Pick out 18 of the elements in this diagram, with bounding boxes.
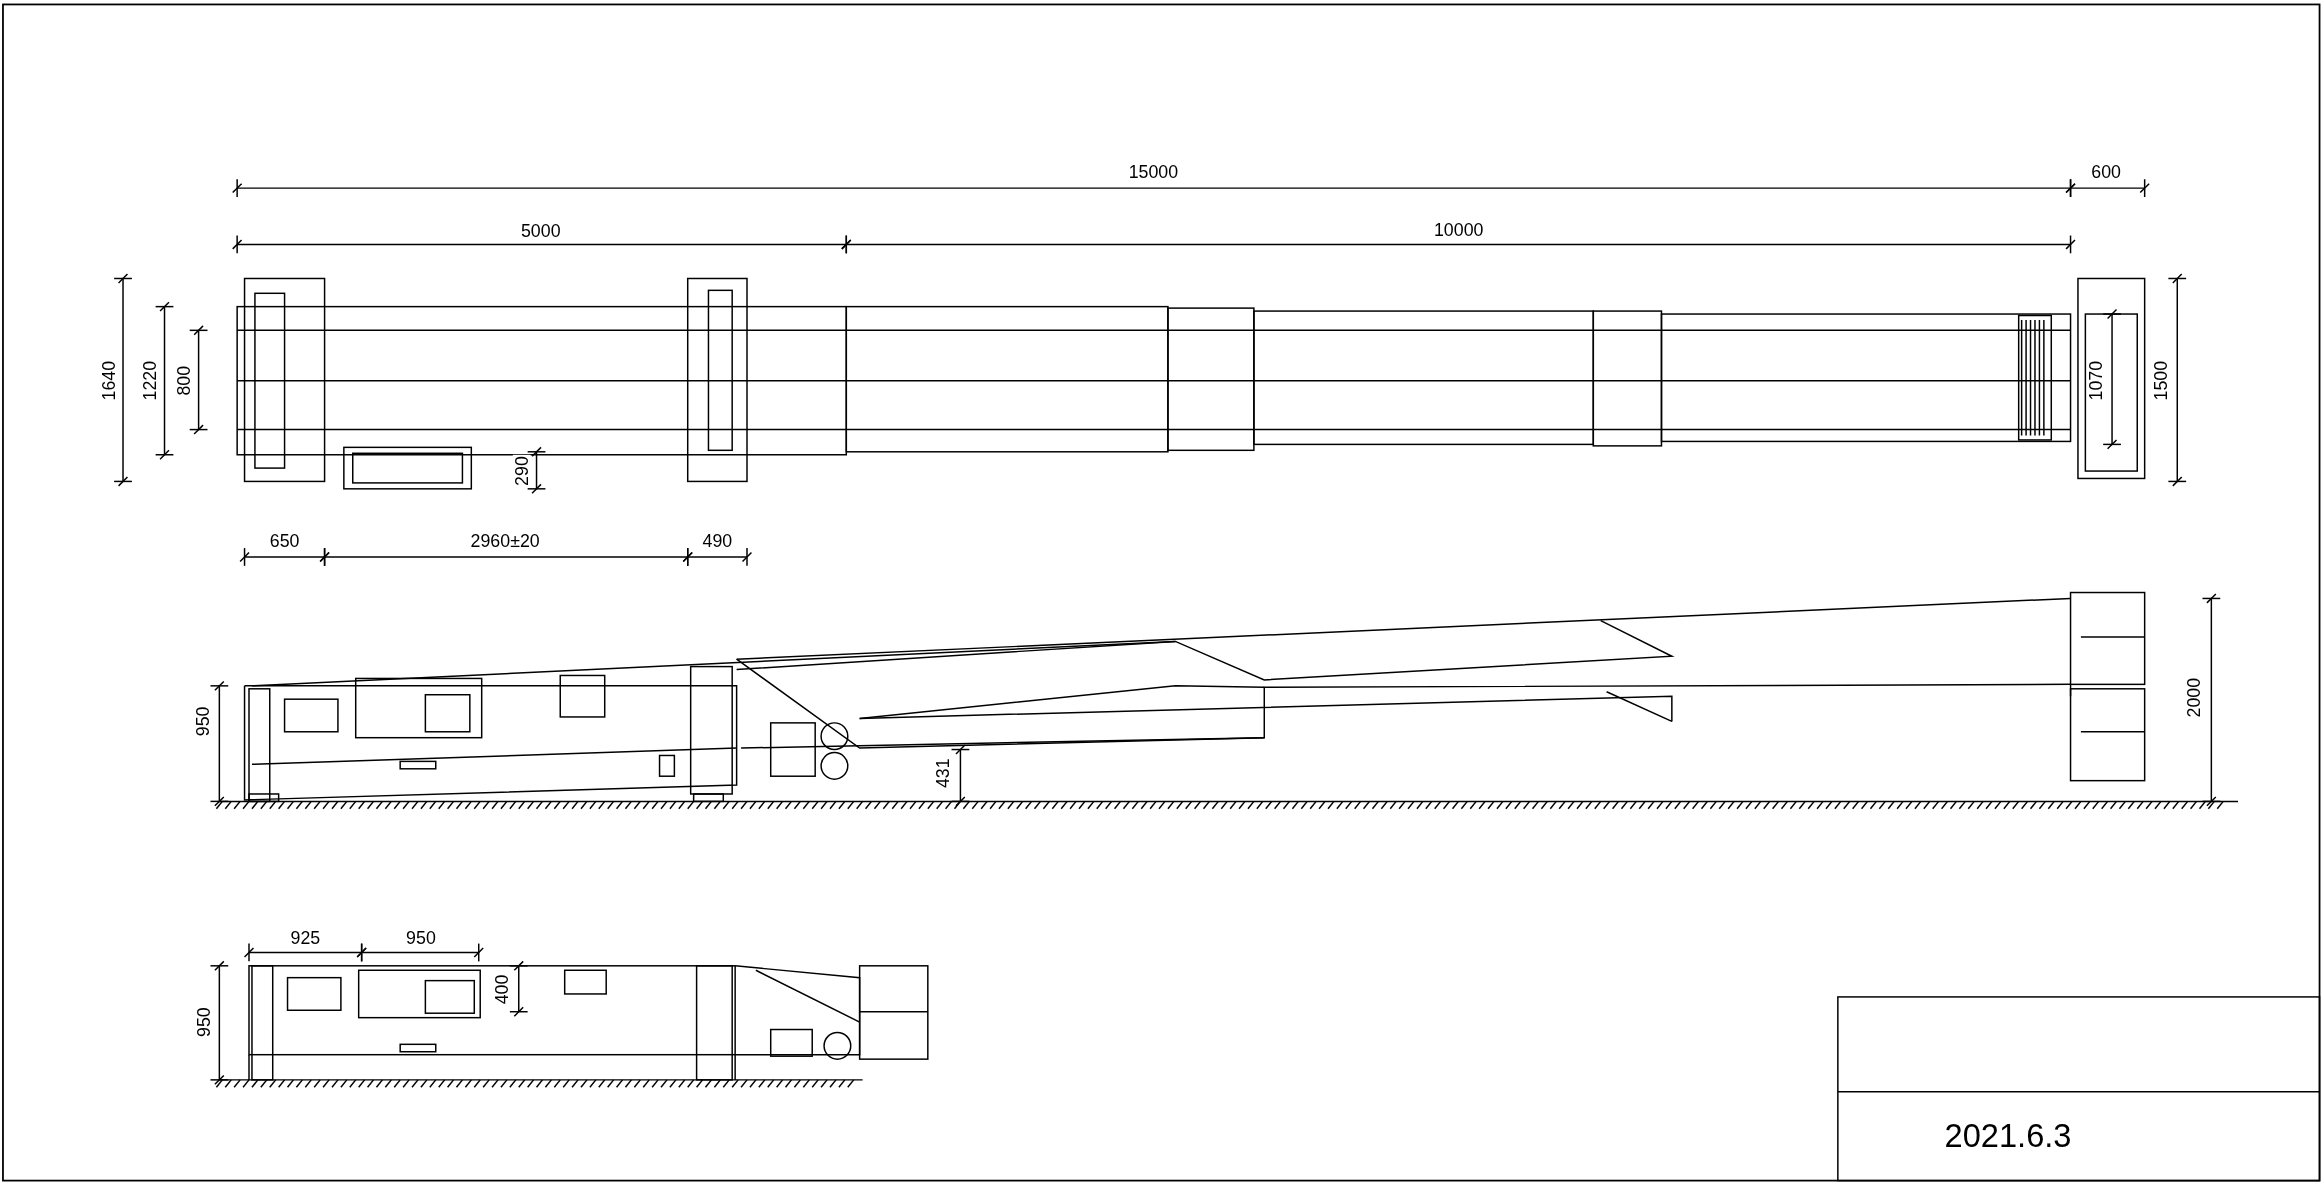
dimension-label: 600 — [2089, 162, 2123, 181]
dimension-label: 800 — [174, 364, 193, 397]
dimension-label: 925 — [289, 928, 322, 947]
dimension-label: 431 — [933, 756, 952, 790]
dimension-label: 490 — [701, 531, 734, 550]
dimension-label: 1500 — [2151, 359, 2170, 402]
dimension-label: 1070 — [2086, 359, 2105, 402]
dimension-label: 15000 — [1127, 162, 1180, 181]
dimension-label: 2000 — [2184, 676, 2203, 719]
dimension-label: 1220 — [140, 359, 159, 402]
dimension-label: 950 — [194, 705, 212, 738]
dimension-label: 10000 — [1432, 220, 1485, 239]
dimension-label: 290 — [512, 454, 531, 488]
dimension-label: 2960±20 — [469, 531, 542, 550]
dimension-label: 1640 — [99, 359, 117, 402]
dimension-label: 650 — [268, 531, 301, 550]
dimension-label: 5000 — [519, 222, 563, 240]
dimension-label: 950 — [404, 928, 438, 947]
